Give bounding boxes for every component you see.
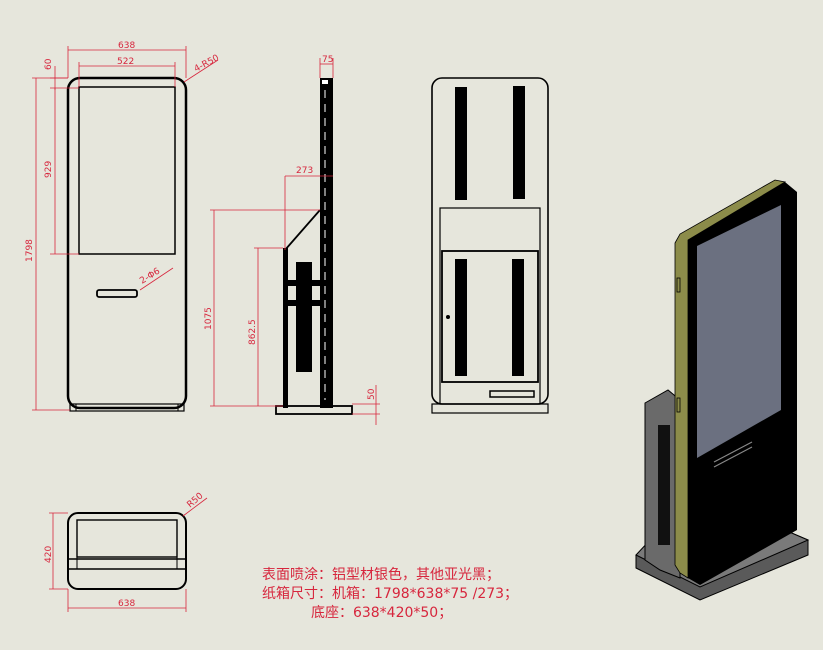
dim-screen-width: 522 [117, 57, 134, 67]
dim-overall-width: 638 [118, 41, 135, 51]
dim-top-margin: 60 [44, 58, 54, 70]
side-view: 75 273 1075 862.5 50 [204, 55, 380, 425]
dim-height-lower: 862.5 [248, 319, 258, 345]
iso-frame [674, 179, 787, 579]
vent-upper-right [513, 86, 525, 199]
rear-housing [431, 77, 549, 405]
side-rear-panel [283, 248, 288, 408]
isometric-view [635, 179, 810, 601]
rear-view [431, 77, 549, 414]
side-panel [320, 78, 333, 408]
front-base [69, 403, 185, 412]
rear-label [489, 390, 535, 398]
base-outline [67, 512, 187, 590]
side-base [275, 405, 353, 415]
vent-upper-left [455, 87, 467, 200]
dim-corner-radius: 4-R50 [193, 53, 221, 74]
rear-base [431, 403, 549, 414]
note-surface-finish: 表面喷涂：铝型材银色，其他亚光黑； [262, 567, 500, 583]
card-slot [96, 289, 138, 298]
dim-overall-height: 1798 [25, 239, 35, 262]
vent-lower-right [512, 259, 524, 376]
dim-base-radius: R50 [186, 491, 206, 510]
front-view: 638 522 4-R50 60 929 1798 2-Φ6 [25, 41, 221, 412]
base-top-view: R50 420 638 [44, 491, 208, 612]
notes-block: 表面喷涂：铝型材银色，其他亚光黑； 纸箱尺寸：机箱：1798*638*75 /2… [262, 566, 518, 623]
dim-offset: 273 [296, 166, 313, 176]
front-screen [78, 86, 176, 255]
dim-base-depth: 420 [44, 546, 54, 563]
dim-screen-height: 929 [44, 161, 54, 178]
side-bracket [296, 262, 312, 372]
dim-base-width: 638 [118, 599, 135, 609]
iso-vent [658, 425, 670, 545]
vent-lower-left [455, 259, 467, 376]
front-housing [66, 76, 188, 410]
note-carton-size: 纸箱尺寸：机箱：1798*638*75 /273； [262, 586, 519, 602]
door-lock-icon [446, 315, 450, 319]
note-base-carton-size: 底座：638*420*50； [262, 605, 453, 621]
iso-screen [697, 205, 781, 458]
dim-base-height: 50 [367, 388, 377, 400]
dim-depth: 75 [322, 55, 333, 65]
dim-height-upper: 1075 [204, 307, 214, 330]
rear-door [441, 250, 539, 383]
